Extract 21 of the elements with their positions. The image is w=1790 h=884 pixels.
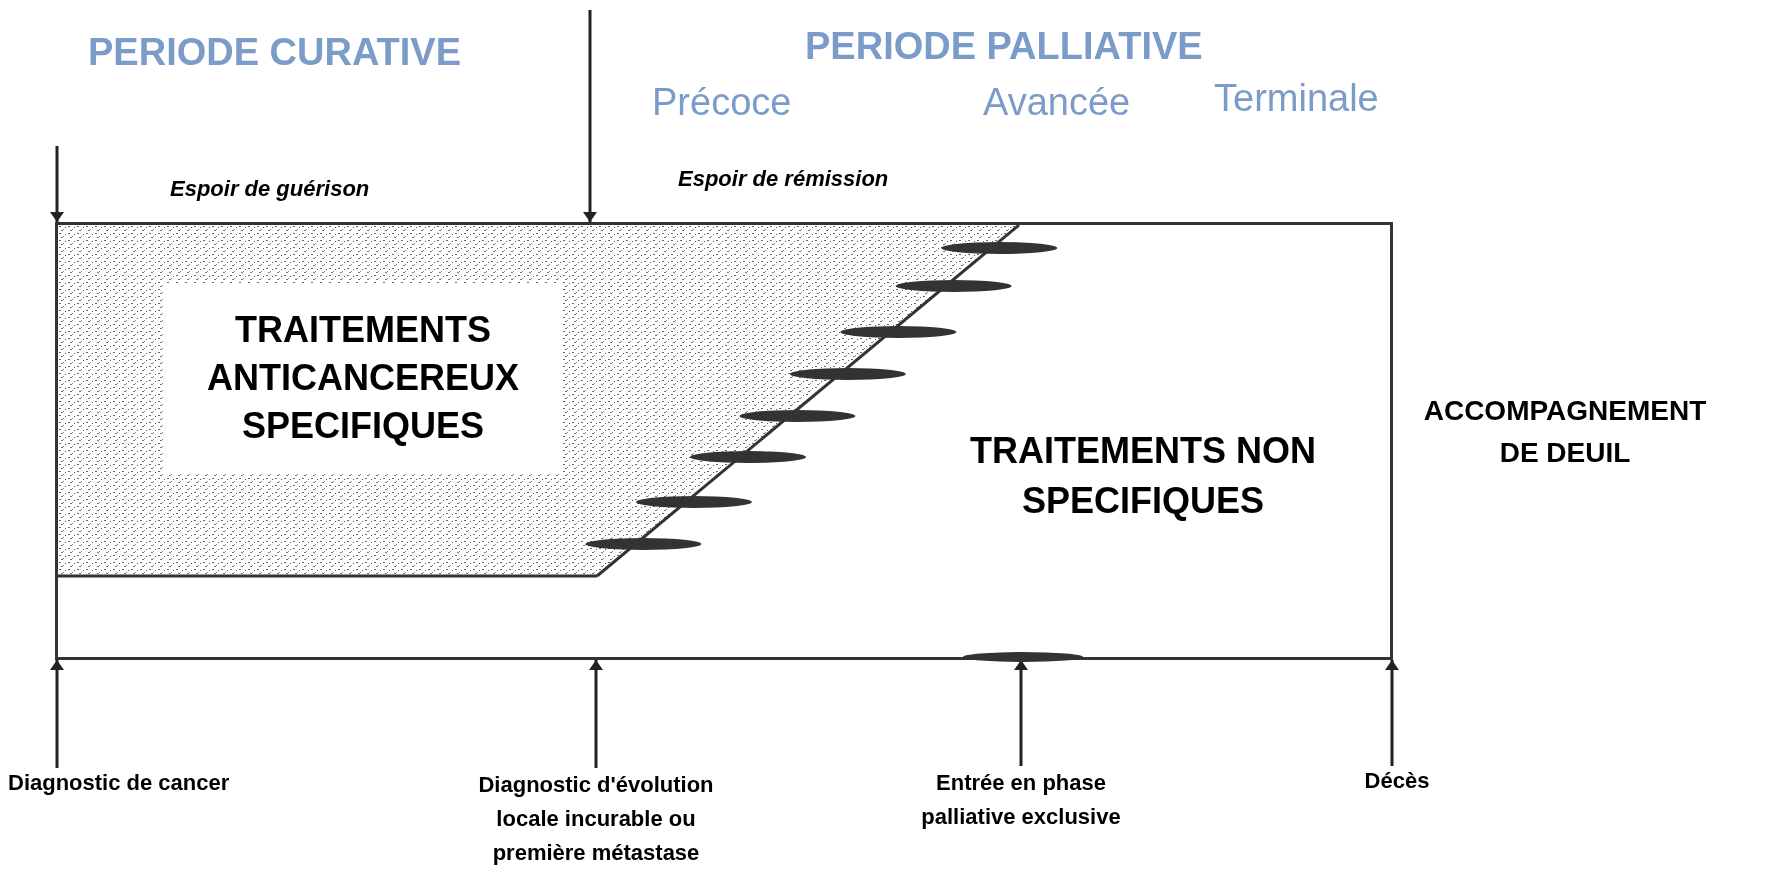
milestone-label: Décès (1352, 766, 1442, 800)
treatment-box: TRAITEMENTS ANTICANCEREUX SPECIFIQUES (163, 283, 563, 473)
milestone-label: Diagnostic de cancer (8, 768, 308, 802)
arrow (50, 146, 64, 222)
milestone-label: Entrée en phase palliative exclusive (891, 766, 1151, 836)
phase-label: Terminale (1214, 76, 1379, 121)
milestone-label: Diagnostic d'évolution locale incurable ou première métastase (451, 768, 741, 870)
arrow (589, 660, 603, 768)
arrow (583, 10, 597, 222)
bereavement-label: ACCOMPAGNEMENT DE DEUIL (1422, 394, 1708, 470)
hope-label: Espoir de guérison (170, 175, 370, 203)
period-title: PERIODE CURATIVE (88, 30, 461, 75)
timeline-frame (55, 222, 1393, 660)
treatment-area: TRAITEMENTS NON SPECIFIQUES (908, 421, 1378, 531)
phase-label: Précoce (652, 80, 792, 125)
arrow (1014, 660, 1028, 766)
phase-label: Avancée (983, 80, 1131, 125)
arrow (50, 660, 64, 768)
arrow (1385, 660, 1399, 766)
hope-label: Espoir de rémission (678, 165, 889, 193)
period-title: PERIODE PALLIATIVE (805, 24, 1203, 69)
